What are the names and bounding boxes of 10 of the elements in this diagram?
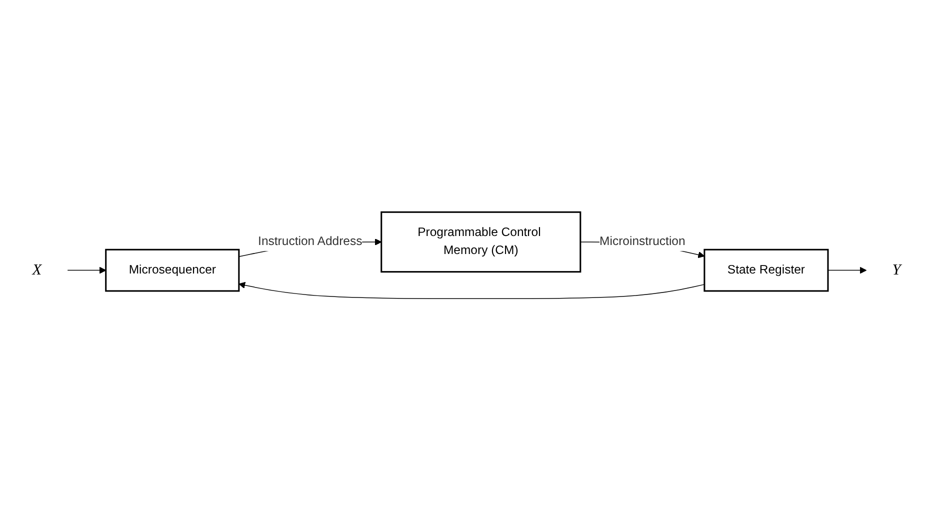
node-text: Y xyxy=(892,261,901,278)
edge-label: Instruction Address xyxy=(258,234,362,248)
node-box: State Register xyxy=(704,248,829,292)
node-text: X xyxy=(32,261,42,278)
node-box: Microsequencer xyxy=(105,248,240,292)
arrow xyxy=(67,266,106,274)
edge-label: Microinstruction xyxy=(600,234,686,248)
arrow xyxy=(238,282,705,299)
node-box: Programmable Control Memory (CM) xyxy=(380,210,582,272)
arrow xyxy=(828,266,867,274)
